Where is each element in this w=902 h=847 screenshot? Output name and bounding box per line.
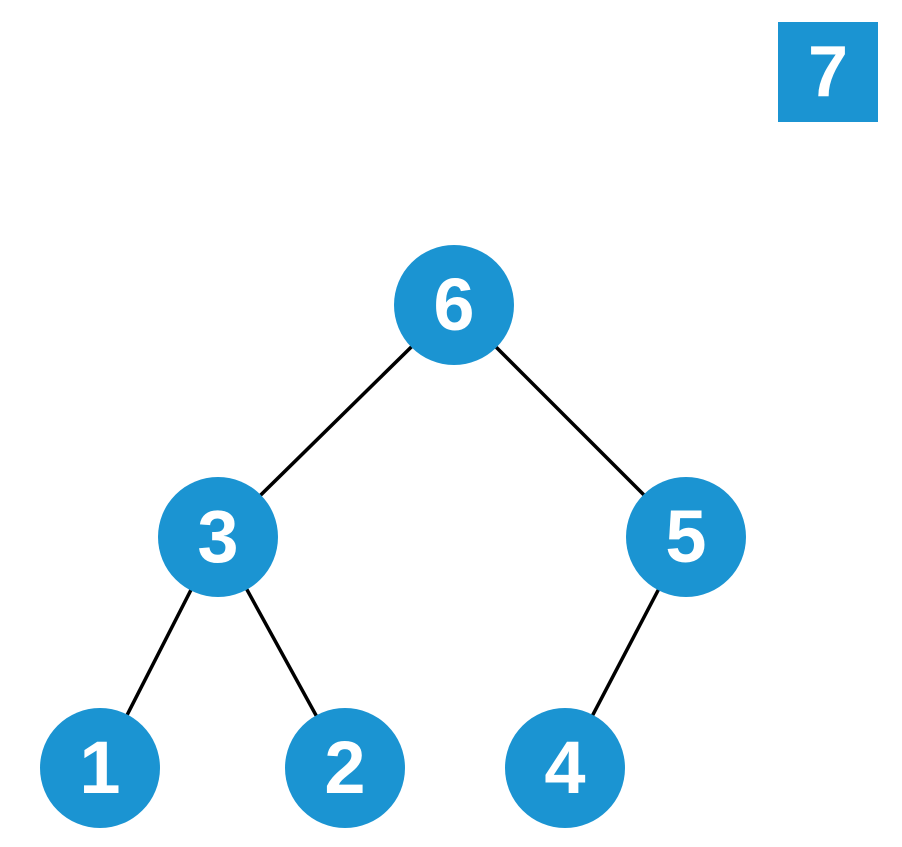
tree-node-5: 5 bbox=[626, 477, 746, 597]
tree-node-6-label: 6 bbox=[433, 263, 475, 346]
tree-node-6: 6 bbox=[394, 245, 514, 365]
tree-node-5-label: 5 bbox=[665, 495, 707, 578]
tree-node-2-label: 2 bbox=[324, 726, 366, 809]
tree-node-4-label: 4 bbox=[544, 726, 586, 809]
tree-node-2: 2 bbox=[285, 708, 405, 828]
detached-node-7-label: 7 bbox=[807, 32, 849, 112]
tree-node-3: 3 bbox=[158, 477, 278, 597]
tree-node-1-label: 1 bbox=[79, 726, 121, 809]
tree-node-3-label: 3 bbox=[197, 495, 239, 578]
tree-node-4: 4 bbox=[505, 708, 625, 828]
detached-node-7: 7 bbox=[778, 22, 878, 122]
tree-node-1: 1 bbox=[40, 708, 160, 828]
